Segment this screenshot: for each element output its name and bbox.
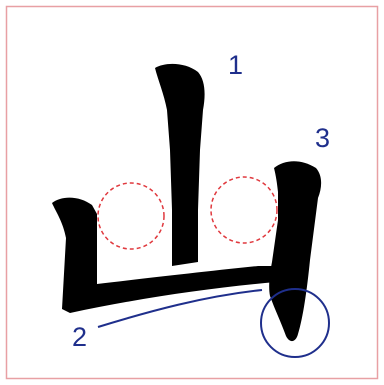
stroke-3-vertical	[269, 161, 321, 341]
stroke-number-1: 1	[228, 52, 243, 79]
dashed-circle-left	[98, 183, 164, 249]
stroke-1-vertical	[155, 64, 205, 266]
glyph-shan	[52, 64, 321, 341]
stroke-number-3: 3	[315, 125, 330, 152]
stroke-number-2: 2	[72, 324, 87, 351]
dashed-circle-right	[211, 177, 277, 243]
